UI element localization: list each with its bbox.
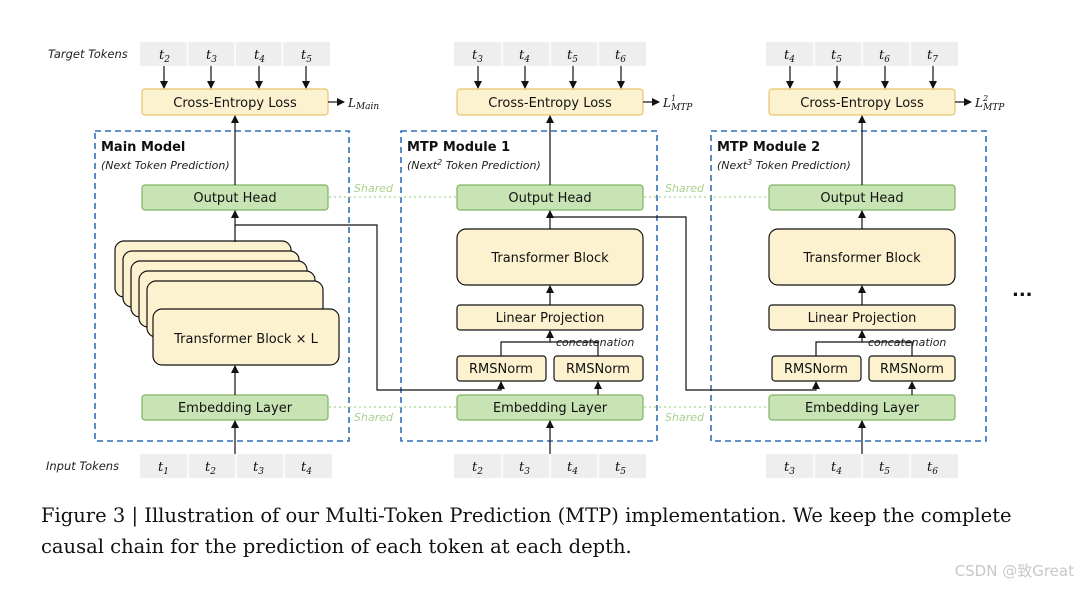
input-token: t3 <box>784 460 795 477</box>
input-token: t2 <box>205 460 216 477</box>
target-token: t3 <box>206 48 217 65</box>
mtp1-input-tokens: t2 t3 t4 t5 <box>454 454 646 478</box>
mtp1-transformer-label: Transformer Block <box>490 251 609 266</box>
main-transformer-label: Transformer Block × L <box>173 332 318 347</box>
mtp2-title: MTP Module 2 <box>717 140 820 155</box>
mtp1-rmsnorm-b-label: RMSNorm <box>566 362 630 377</box>
input-token: t3 <box>519 460 530 477</box>
input-token: t2 <box>472 460 483 477</box>
target-token: t3 <box>472 48 483 65</box>
mtp1-to-mtp2-link <box>550 216 820 391</box>
input-token: t6 <box>927 460 938 477</box>
mtp1-embedding-label: Embedding Layer <box>493 401 608 416</box>
watermark: CSDN @致Great <box>954 562 1074 580</box>
mtp2-rmsnorm-b-label: RMSNorm <box>880 362 944 377</box>
mtp1-title: MTP Module 1 <box>407 140 510 155</box>
mtp2-target-tokens: t4 t5 t6 t7 <box>766 42 958 66</box>
input-token: t4 <box>567 460 578 477</box>
main-loss-symbol: LMain <box>347 96 379 112</box>
mtp2-loss-label: Cross-Entropy Loss <box>800 96 924 111</box>
target-token: t6 <box>879 48 890 65</box>
target-token: t5 <box>301 48 312 65</box>
main-output-head-label: Output Head <box>193 191 276 206</box>
mtp2-subtitle: (Next3 Token Prediction) <box>717 158 851 172</box>
main-model-subtitle: (Next Token Prediction) <box>101 159 230 172</box>
target-token: t6 <box>615 48 626 65</box>
mtp2-frame <box>710 130 987 442</box>
input-token: t4 <box>301 460 312 477</box>
main-transformer-box <box>152 308 340 366</box>
mtp-module-2: MTP Module 2 (Next3 Token Prediction) t4… <box>710 42 1005 478</box>
target-token: t5 <box>567 48 578 65</box>
mtp1-subtitle: (Next2 Token Prediction) <box>407 158 541 172</box>
mtp2-output-head-label: Output Head <box>820 191 903 206</box>
main-target-tokens: t2 t3 t4 t5 <box>140 42 330 66</box>
input-token: t5 <box>879 460 890 477</box>
mtp-module-1: MTP Module 1 (Next2 Token Prediction) t3… <box>400 42 693 478</box>
target-token: t4 <box>519 48 530 65</box>
mtp2-input-tokens: t3 t4 t5 t6 <box>766 454 958 478</box>
main-model-title: Main Model <box>101 140 185 155</box>
main-model-frame <box>94 130 350 442</box>
mtp-diagram: Target Tokens Input Tokens Main Model (N… <box>46 42 1033 478</box>
shared-label: Shared <box>354 182 394 195</box>
mtp1-output-head-label: Output Head <box>508 191 591 206</box>
ellipsis: ... <box>1012 280 1033 301</box>
main-loss-label: Cross-Entropy Loss <box>173 96 297 111</box>
shared-label: Shared <box>354 411 394 424</box>
target-token: t4 <box>254 48 265 65</box>
shared-label: Shared <box>665 411 705 424</box>
input-token: t5 <box>615 460 626 477</box>
input-tokens-label: Input Tokens <box>46 459 119 473</box>
mtp1-frame <box>400 130 658 442</box>
input-token: t3 <box>253 460 264 477</box>
input-token: t1 <box>158 460 169 477</box>
mtp2-rmsnorm-a-label: RMSNorm <box>784 362 848 377</box>
mtp2-transformer-label: Transformer Block <box>802 251 921 266</box>
main-transformer-stack: Transformer Block × L <box>114 240 340 366</box>
target-tokens-label: Target Tokens <box>48 47 128 61</box>
mtp1-linear-label: Linear Projection <box>496 311 605 326</box>
mtp1-target-tokens: t3 t4 t5 t6 <box>454 42 646 66</box>
main-embedding-label: Embedding Layer <box>178 401 293 416</box>
target-token: t7 <box>927 48 938 65</box>
mtp1-rmsnorm-a-label: RMSNorm <box>469 362 533 377</box>
mtp1-loss-label: Cross-Entropy Loss <box>488 96 612 111</box>
target-token: t2 <box>159 48 170 65</box>
shared-label: Shared <box>665 182 705 195</box>
target-token: t5 <box>831 48 842 65</box>
figure-caption: Figure 3 | Illustration of our Multi-Tok… <box>41 504 1012 558</box>
target-token: t4 <box>784 48 795 65</box>
main-to-mtp1-link <box>235 224 505 391</box>
mtp2-linear-label: Linear Projection <box>808 311 917 326</box>
main-model: Main Model (Next Token Prediction) t2 t3… <box>94 42 379 478</box>
main-input-tokens: t1 t2 t3 t4 <box>140 454 332 478</box>
input-token: t4 <box>831 460 842 477</box>
mtp2-embedding-label: Embedding Layer <box>805 401 920 416</box>
